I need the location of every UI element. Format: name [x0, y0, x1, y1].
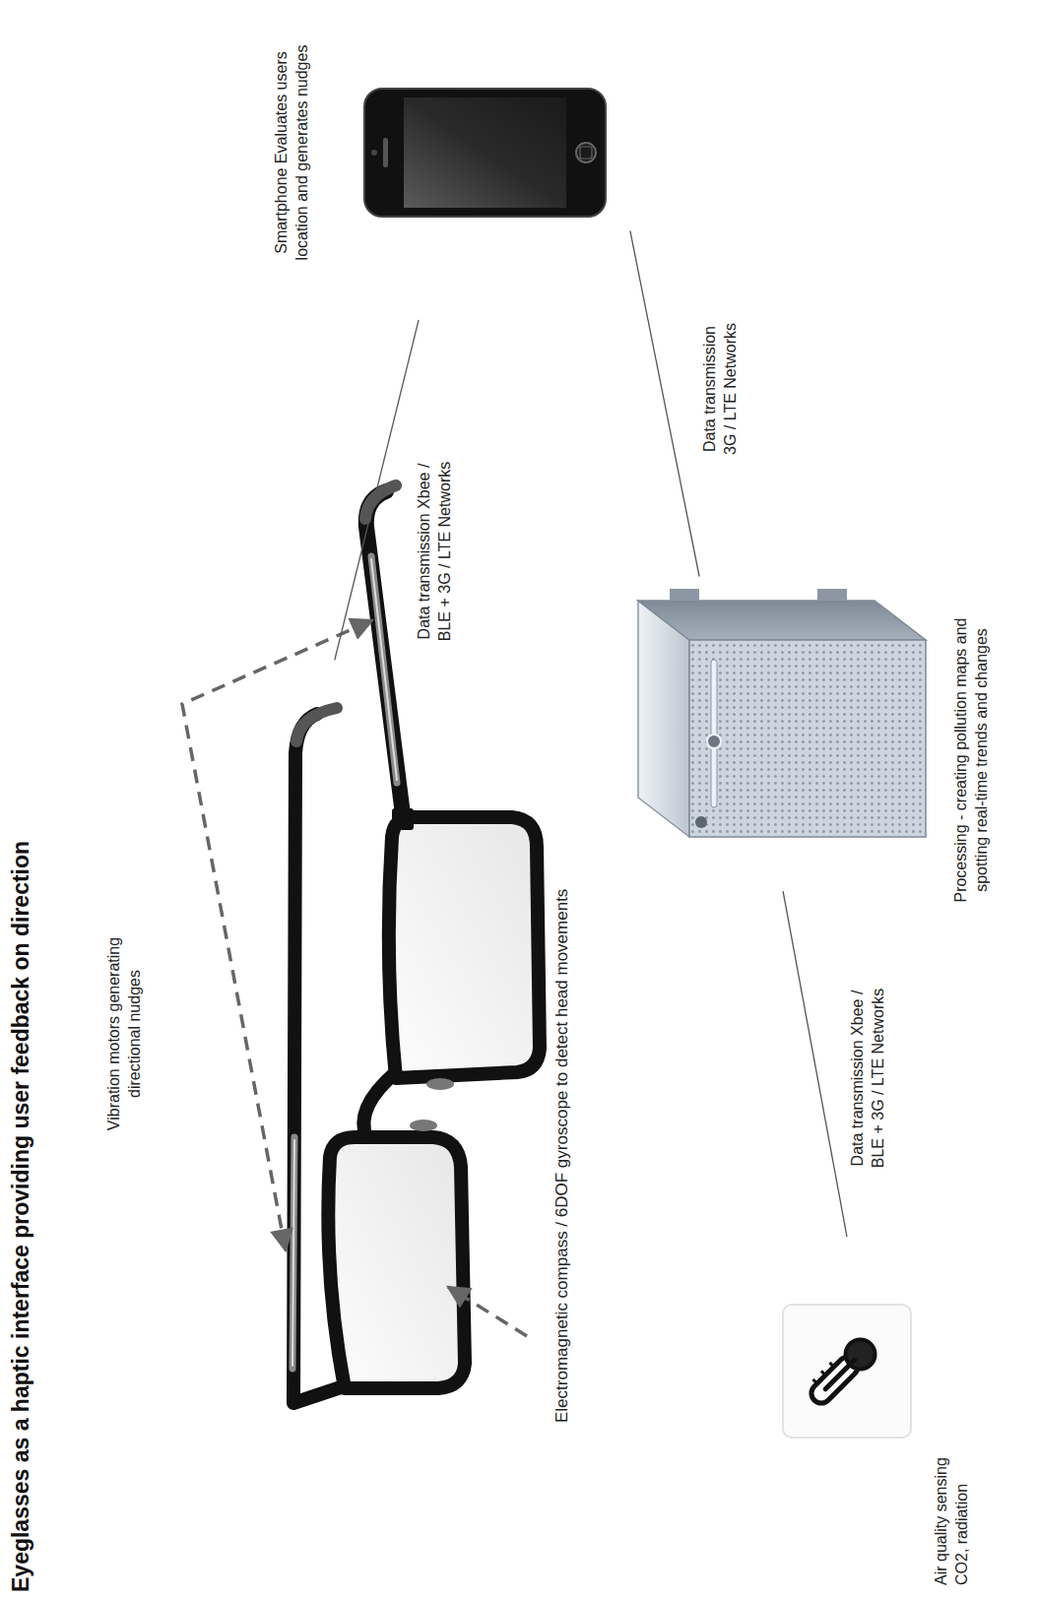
phone-speaker — [383, 137, 389, 168]
phone-screen — [403, 97, 567, 208]
eyeglasses-node: Vibration motors generating directional … — [246, 674, 552, 1458]
node-caption: Smartphone Evaluates users location and … — [270, 39, 313, 266]
thermometer-tick — [812, 1379, 817, 1384]
node-caption: Vibration motors generating directional … — [103, 920, 145, 1148]
connector-label: Data transmission Xbee / BLE + 3G / LTE … — [413, 423, 455, 680]
phone-body — [364, 88, 606, 217]
thermometer-tick — [821, 1370, 826, 1375]
nose-pad — [409, 1119, 438, 1132]
near-temple — [366, 491, 404, 823]
connector-line — [630, 231, 700, 578]
vibration-slot — [371, 556, 397, 783]
phone-home-button — [576, 142, 596, 163]
thermometer-tube — [807, 1353, 862, 1408]
thermometer-tick — [829, 1362, 834, 1367]
server-tab — [817, 588, 847, 601]
phone-camera — [371, 149, 378, 156]
connector-label: Data transmission 3G / LTE Networks — [699, 315, 741, 463]
connector-label: Data transmission Xbee / BLE + 3G / LTE … — [846, 945, 889, 1212]
hinge — [391, 808, 414, 831]
server-node: Processing - creating pollution maps and… — [630, 600, 926, 838]
server-front — [689, 640, 926, 838]
slot-highlight — [292, 1140, 295, 1366]
node-caption: Processing - creating pollution maps and… — [950, 597, 992, 923]
server-side — [638, 600, 926, 641]
node-caption: Electromagnetic compass / 6DOF gyroscope… — [551, 889, 574, 1424]
sensor-illustration — [782, 1304, 911, 1438]
smartphone-node: Smartphone Evaluates users location and … — [364, 88, 606, 217]
server-light — [695, 816, 708, 829]
sensor-node: Air quality sensing CO2, radiation — [782, 1304, 911, 1438]
lens-left — [327, 1137, 465, 1389]
lens-right — [388, 817, 540, 1079]
smartphone-illustration — [364, 88, 606, 217]
node-caption: Air quality sensing CO2, radiation — [930, 1427, 973, 1586]
nose-pad — [426, 1078, 454, 1091]
temple-tip — [296, 708, 337, 742]
slot-highlight — [371, 559, 397, 780]
server-top — [638, 600, 690, 838]
server-button — [707, 734, 721, 749]
leader-dashed — [182, 620, 373, 1251]
leader-dashed — [448, 1287, 527, 1337]
phone-home-icon — [580, 146, 592, 159]
diagram-title: Eyeglasses as a haptic interface providi… — [7, 841, 35, 1593]
server-tab — [669, 588, 700, 601]
thermometer-mercury — [825, 1360, 855, 1390]
connector-line — [334, 320, 419, 661]
sensor-tile — [782, 1304, 911, 1438]
thermometer-icon — [803, 1333, 882, 1412]
vibration-slot — [292, 1137, 295, 1369]
connector-line — [782, 891, 847, 1237]
server-illustration — [638, 588, 926, 838]
temple-tip — [365, 485, 396, 519]
